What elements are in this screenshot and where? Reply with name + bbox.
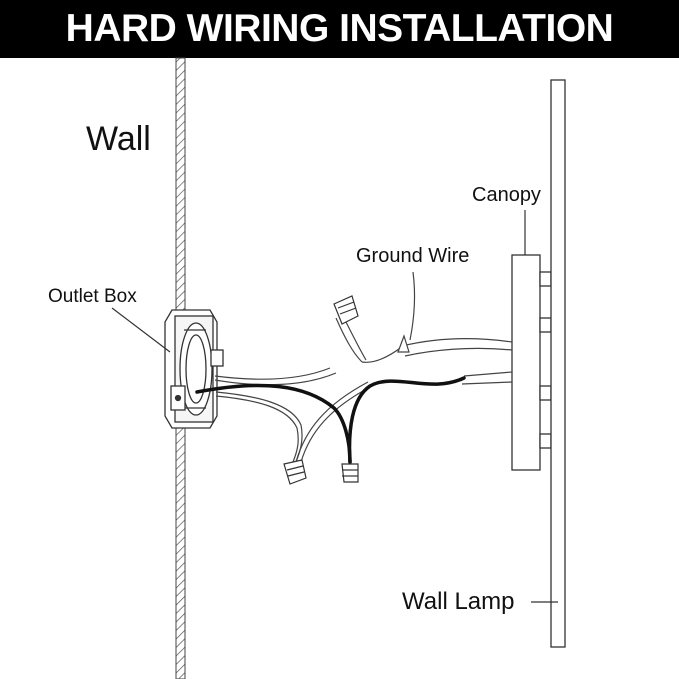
lamp-white-wires [401,337,513,385]
black-wires [195,376,466,464]
canopy-label: Canopy [472,184,541,206]
wall-lamp-panel [550,79,566,648]
title-banner: HARD WIRING INSTALLATION [0,0,679,58]
canopy-plate [511,254,552,471]
wire-nut-left [283,459,307,485]
wire-nut-top [333,295,359,325]
wall-label: Wall [86,120,151,158]
wire-nut-center [341,463,359,483]
ground-wire [361,271,416,363]
outlet-box-label: Outlet Box [48,286,137,307]
outlet-box-leader [111,307,171,353]
outlet-box [164,309,224,429]
wall-lamp-label: Wall Lamp [402,588,515,615]
diagram-title: HARD WIRING INSTALLATION [65,7,614,50]
ground-wire-label: Ground Wire [356,245,470,267]
